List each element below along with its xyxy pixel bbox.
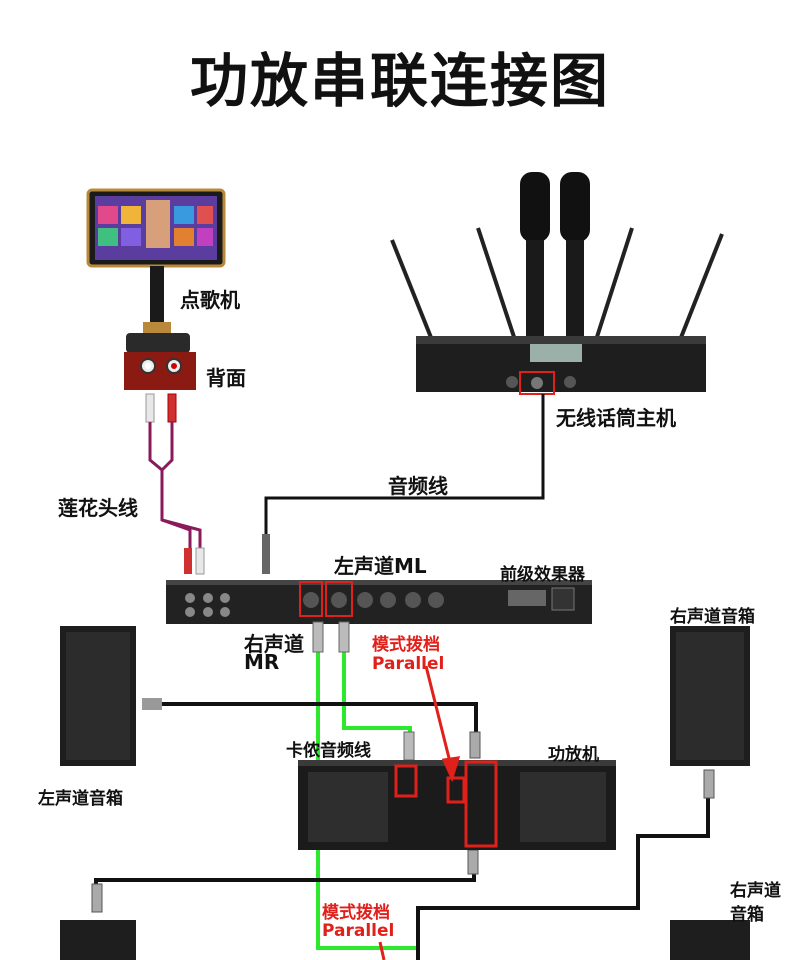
mode-label-1-line2: Parallel xyxy=(372,654,445,674)
mic-host-label: 无线话筒主机 xyxy=(556,406,676,430)
mode-label-2-line2: Parallel xyxy=(322,921,395,941)
left-ml-label: 左声道ML xyxy=(334,554,427,578)
xlr-cable-label: 卡侬音频线 xyxy=(286,741,371,761)
bottom-right-speaker-illustration xyxy=(670,920,750,960)
mode-arrow-2 xyxy=(378,941,386,960)
rca-cable xyxy=(145,393,205,575)
audio-cable-label: 音频线 xyxy=(388,474,448,498)
mode-label-2-line1: 模式拨档 xyxy=(322,903,390,923)
page-title: 功放串联连接图 xyxy=(189,47,610,115)
right-mr-label-line2: MR xyxy=(244,650,280,674)
back-label: 背面 xyxy=(206,366,246,390)
right-speaker-bottom-label-line2: 音箱 xyxy=(730,905,764,925)
wireless-mic-illustration xyxy=(390,172,724,395)
right-speaker-top-label: 右声道音箱 xyxy=(670,607,755,627)
amp-label: 功放机 xyxy=(548,745,599,765)
right-mr-label-line1: 右声道 xyxy=(244,632,304,656)
amplifier-illustration xyxy=(298,760,616,850)
mode-label-1-line1: 模式拨档 xyxy=(372,635,440,655)
audio-cable xyxy=(264,394,545,540)
right-speaker-illustration xyxy=(670,626,750,766)
left-speaker-label: 左声道音箱 xyxy=(38,789,123,809)
right-speaker-bottom-label-line1: 右声道 xyxy=(730,881,781,901)
bottom-left-speaker-illustration xyxy=(60,920,136,960)
preamp-illustration xyxy=(166,580,592,624)
left-speaker-illustration xyxy=(60,626,136,766)
preamp-label: 前级效果器 xyxy=(500,565,585,585)
rca-cable-label: 莲花头线 xyxy=(58,496,138,520)
mode-arrow-1 xyxy=(424,665,461,783)
karaoke-machine-illustration xyxy=(86,188,226,390)
karaoke-label: 点歌机 xyxy=(180,288,240,312)
